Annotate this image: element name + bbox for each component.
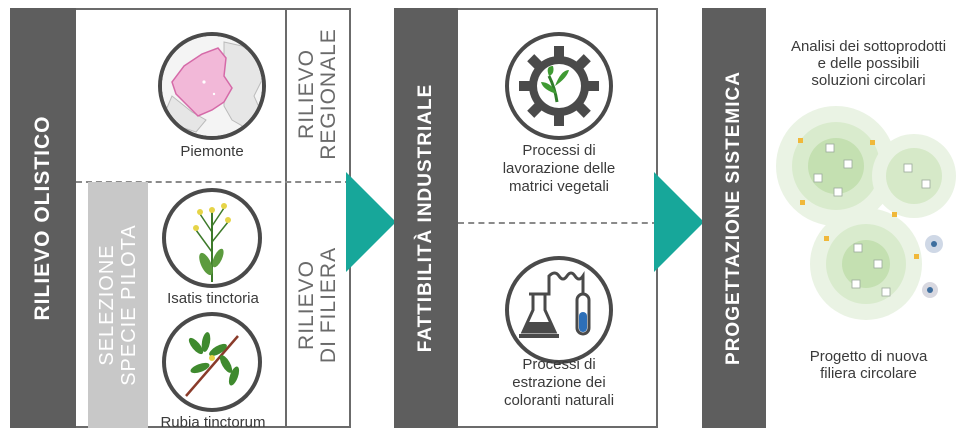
rubia-label: Rubia tinctorum [160, 414, 266, 431]
selezione-specie-label: SELEZIONE SPECIE PILOTA [96, 224, 140, 386]
isatis-circle [162, 188, 262, 288]
selezione-specie-bar: SELEZIONE SPECIE PILOTA [88, 182, 148, 428]
flow-arrow-1 [346, 172, 396, 272]
laboratory-flask-icon [519, 271, 591, 338]
rilievo-filiera-column: RILIEVO DI FILIERA [287, 182, 349, 428]
new-supply-chain-label: Progetto di nuova filiera circolare [809, 348, 928, 382]
rubia-plant-icon [185, 332, 240, 397]
gear-circle [505, 32, 613, 140]
rilievo-filiera-label: RILIEVO DI FILIERA [295, 246, 340, 364]
lab-circle [505, 256, 613, 364]
piemonte-label: Piemonte [180, 143, 244, 160]
isatis-label: Isatis tinctoria [167, 290, 259, 307]
process2-label: Processi di estrazione dei coloranti nat… [503, 356, 615, 409]
fattibilita-industriale-bar: FATTIBILITÀ INDUSTRIALE [394, 8, 458, 428]
flow-arrow-2 [654, 172, 704, 272]
rilievo-regionale-label: RILIEVO REGIONALE [295, 28, 340, 160]
rilievo-regionale-column: RILIEVO REGIONALE [287, 8, 349, 180]
process1-label: Processi di lavorazione delle matrici ve… [502, 142, 616, 195]
circular-system-diagram [776, 106, 956, 320]
progettazione-sistemica-bar: PROGETTAZIONE SISTEMICA [702, 8, 766, 428]
progettazione-sistemica-label: PROGETTAZIONE SISTEMICA [723, 71, 744, 365]
rilievo-olistico-label: RILIEVO OLISTICO [31, 115, 54, 321]
isatis-plant-icon [193, 203, 231, 282]
section1-dashed-separator [76, 181, 351, 183]
gear-with-plant-icon [519, 46, 599, 126]
analysis-label: Analisi dei sottoprodotti e delle possib… [790, 38, 947, 89]
piemonte-map-icon [162, 36, 262, 136]
rubia-circle [162, 312, 262, 412]
fattibilita-industriale-label: FATTIBILITÀ INDUSTRIALE [415, 83, 436, 353]
piemonte-map-circle [158, 32, 266, 140]
section2-dashed-separator [458, 222, 658, 224]
rilievo-olistico-bar: RILIEVO OLISTICO [10, 8, 76, 428]
section1-divider [285, 8, 287, 428]
